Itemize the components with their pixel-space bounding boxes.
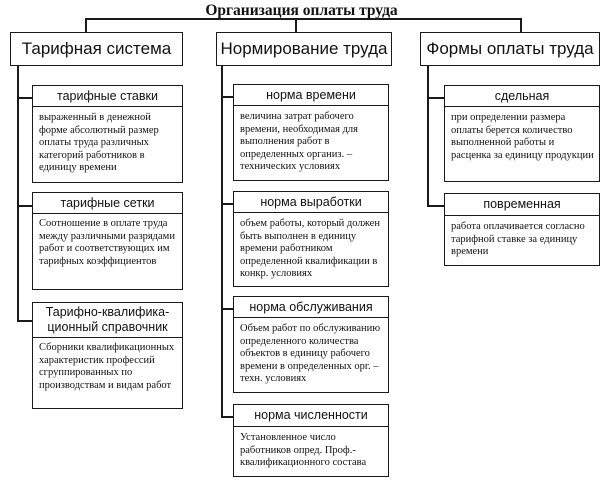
col1-branch-1 [17,97,32,99]
column-header-payment-forms: Формы оплаты труда [420,32,600,66]
item-label-output-norm: норма выработки [233,191,389,213]
col3-branch-2 [427,205,444,207]
diagram-title: Организация оплаты труда [205,2,398,19]
item-label-tariff-scales: тарифные сетки [32,192,183,214]
item-label-time-based: повременная [444,193,600,216]
item-label-service-norm: норма обслуживания [233,296,389,318]
connector-to-col1 [85,18,87,32]
column-header-labor-rationing: Нормирование труда [216,32,392,66]
connector-to-col3 [520,18,522,32]
item-text-time-norm: величина затрат рабочего времени, необхо… [233,105,389,181]
connector-to-col2 [295,18,297,32]
item-text-time-based: работа оплачивается согласно тарифной ст… [444,215,600,266]
connector-top-horizontal [85,18,521,20]
col2-spine [221,65,223,417]
col2-branch-2 [221,203,233,205]
col3-branch-1 [427,97,444,99]
col1-spine [17,65,19,321]
item-label-time-norm: норма времени [233,84,389,106]
col2-branch-4 [221,416,233,418]
item-text-piecework: при определении размера оплаты берется к… [444,106,600,182]
column-header-label: Тарифная система [21,39,172,58]
column-header-label: Нормирование труда [220,39,388,58]
item-label-tariff-rates: тарифные ставки [32,85,183,107]
item-text-output-norm: объем работы, который должен быть выполн… [233,212,389,287]
col1-branch-3 [17,320,32,322]
item-label-headcount-norm: норма численности [233,404,389,427]
column-header-tariff-system: Тарифная система [10,32,183,66]
item-text-tariff-rates: выраженный в денежной форме абсолютный р… [32,106,183,183]
item-text-tariff-handbook: Сборники квалификационных характеристик … [32,337,183,409]
col1-branch-2 [17,205,32,207]
col2-branch-3 [221,308,233,310]
item-text-tariff-scales: Соотношение в оплате труда между различн… [32,213,183,290]
item-text-headcount-norm: Установленное число работников опред. Пр… [233,426,389,477]
col3-spine [427,65,429,206]
item-label-piecework: сдельная [444,85,600,107]
column-header-label: Формы оплаты труда [426,39,594,58]
item-label-tariff-handbook: Тарифно-квалифика-ционный справочник [32,302,183,338]
col2-branch-1 [221,96,233,98]
item-text-service-norm: Объем работ по обслуживанию определенног… [233,317,389,393]
